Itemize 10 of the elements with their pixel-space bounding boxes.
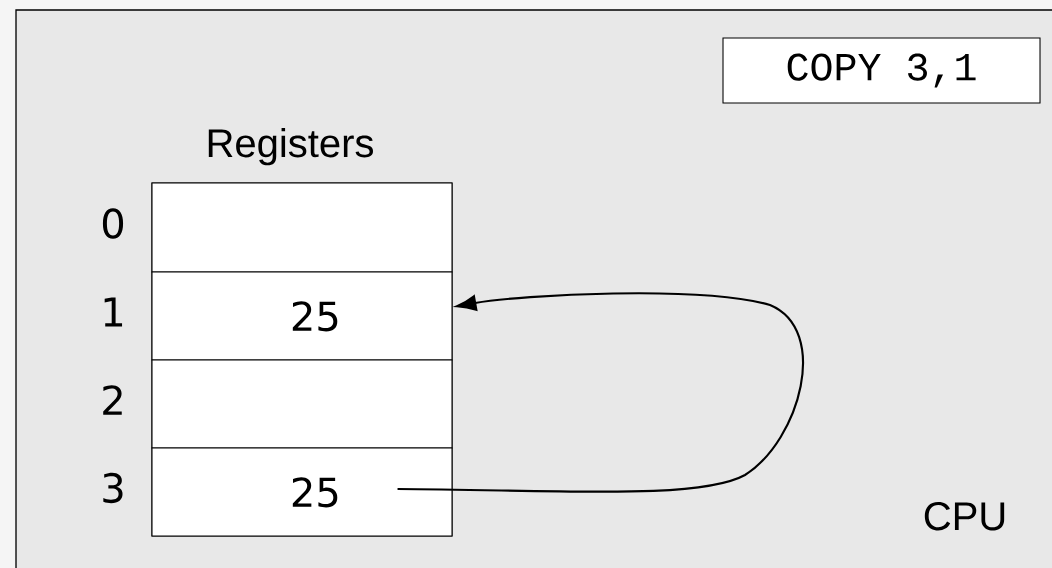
register-cell: 25 [151, 447, 453, 537]
arrow [397, 292, 804, 493]
register-index: 1 [104, 297, 123, 327]
instruction-box: COPY 3,1 [722, 37, 1041, 104]
register-cell: 25 [151, 271, 453, 361]
register-index: 3 [103, 472, 123, 504]
panel-label: CPU [924, 502, 1005, 531]
register-index: 2 [103, 385, 122, 415]
register-index: 0 [102, 208, 124, 239]
heading: Registers [208, 128, 373, 166]
